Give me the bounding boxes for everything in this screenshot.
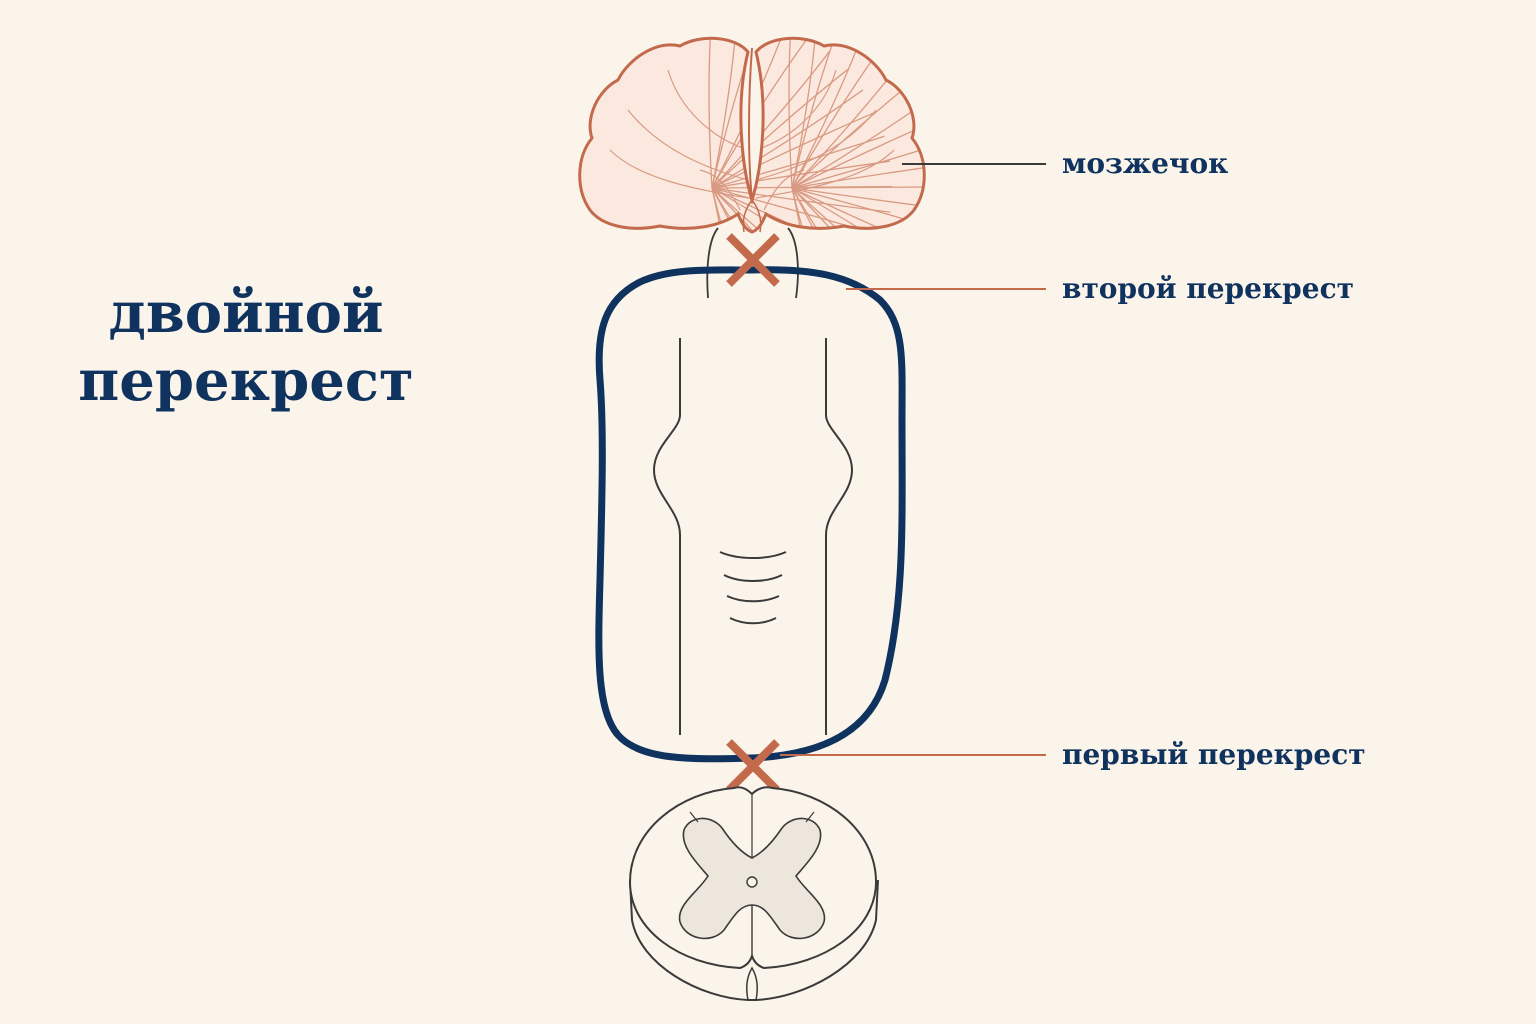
cerebellum-folia-line <box>711 187 832 233</box>
spinal-cord-section-icon <box>628 786 879 1001</box>
title-line-1: двойной <box>109 280 384 346</box>
cerebellum-folia-line <box>711 111 876 189</box>
cerebellum-folia-line <box>711 187 865 233</box>
cerebellum-folia-line <box>791 187 821 233</box>
second-crossing-label: второй перекрест <box>1062 272 1354 305</box>
cerebellum-folia-line <box>711 160 891 189</box>
cerebellum-folia-line <box>791 160 925 189</box>
cerebellum-folia-line <box>711 187 741 233</box>
cerebellum-folia-line <box>711 187 850 233</box>
cerebellum-folia-line <box>711 38 764 189</box>
cerebellum-folia-line <box>708 38 713 189</box>
cerebellum-folia-line <box>791 187 925 233</box>
brainstem-outline <box>706 227 799 299</box>
first-crossing-label: первый перекрест <box>1062 738 1366 771</box>
pathway-loop <box>595 266 906 763</box>
title-line-2: перекрест <box>78 348 413 414</box>
cerebellum-folia-line <box>791 135 925 189</box>
cerebellum-folia-line <box>791 187 912 233</box>
cerebellum-folia-line <box>791 187 870 233</box>
cerebellum-folia-line <box>791 186 925 189</box>
cerebellum-folia-line <box>788 38 793 189</box>
second-crossing-x-mark-icon <box>726 233 780 287</box>
cerebellum-icon <box>578 36 926 234</box>
first-crossing-x-mark-icon <box>726 739 780 793</box>
cerebellum-folia-line <box>711 38 739 189</box>
cerebellum-folia-line <box>791 187 925 213</box>
cerebellum-folia-line <box>791 38 819 189</box>
cerebellum-folia-line <box>791 111 925 189</box>
cerebellum-folia-line <box>711 187 766 233</box>
spinal-cord-outline <box>652 338 854 735</box>
cerebellum-folia-line <box>791 187 925 233</box>
cerebellum-folia-line <box>711 187 812 233</box>
cerebellum-label: мозжечок <box>1062 147 1228 180</box>
cerebellum-folia-line <box>791 187 892 233</box>
cerebellum-folia-line <box>711 51 830 189</box>
cerebellum-folia-line <box>791 187 846 233</box>
cerebellum-folia-line <box>791 89 925 189</box>
cerebellum-folia-line <box>791 187 925 233</box>
cerebellum-folia-line <box>711 187 790 233</box>
